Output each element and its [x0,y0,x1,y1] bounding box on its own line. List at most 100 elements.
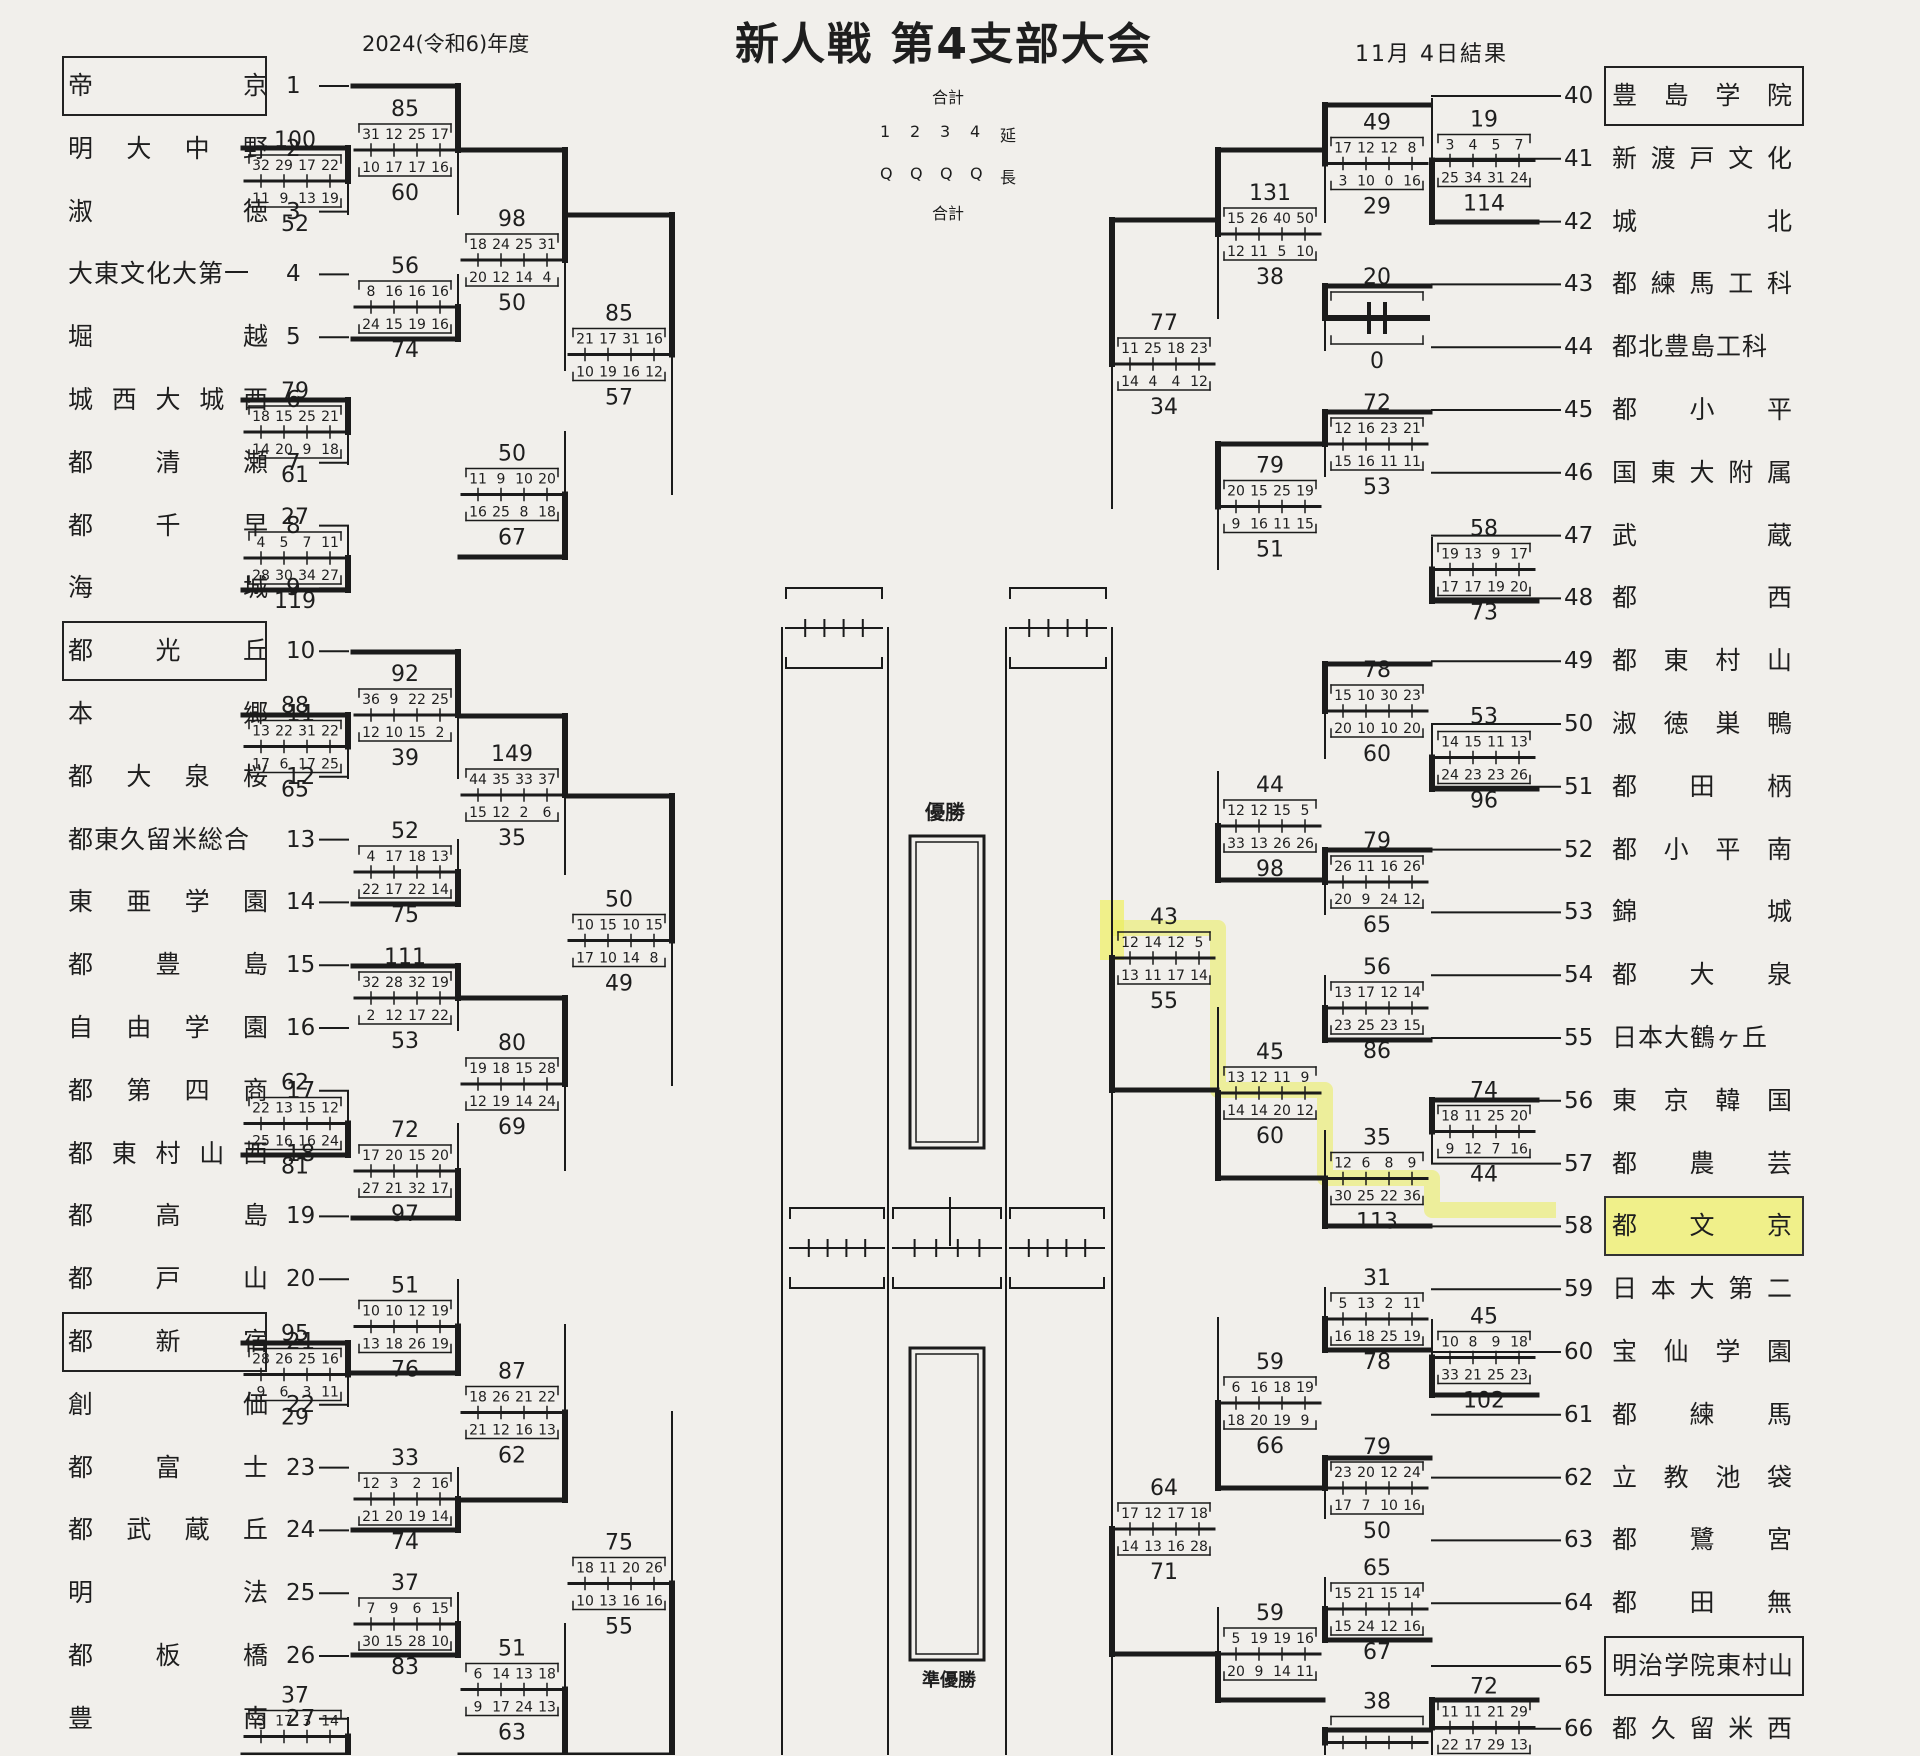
total-score-bottom: 55 [1150,989,1178,1014]
quarter-score-bottom: 17 [431,1181,449,1197]
quarter-score-bottom: 12 [1464,1142,1482,1158]
quarter-score-top: 6 [474,1667,483,1683]
seed-number: 57 [1564,1150,1594,1177]
key-quarter-ot: 長 [999,168,1016,187]
quarter-score-bottom: 12 [1227,244,1245,260]
seed-number: 12 [286,763,316,790]
quarter-score-top: 12 [1250,1070,1268,1086]
team-name: 淑徳 [68,196,419,226]
quarter-score-top: 17 [385,849,403,865]
quarter-score-top: 24 [1403,1465,1421,1481]
quarter-score-bottom: 9 [257,1385,266,1401]
total-score-top: 35 [1363,1126,1391,1151]
quarter-score-bottom: 18 [538,505,556,521]
quarter-score-bottom: 20 [1250,1413,1268,1429]
seed-number: 44 [1564,334,1594,361]
quarter-score-top: 13 [1357,1296,1375,1312]
team-row: 都東村山西18 [0,1127,1920,1181]
seed-number: 66 [1564,1715,1594,1742]
quarter-score-bottom: 21 [362,1509,380,1525]
quarter-score-bottom: 11 [1296,1664,1314,1680]
quarter-score-bottom: 2 [520,805,529,821]
quarter-score-top: 32 [408,975,426,991]
quarter-score-bottom: 30 [1334,1189,1352,1205]
quarter-score-bottom: 29 [1487,1738,1505,1754]
quarter-score-bottom: 8 [520,505,529,521]
quarter-score-top: 22 [538,1390,556,1406]
seed-number: 25 [286,1580,316,1607]
quarter-score-bottom: 6 [280,1385,289,1401]
quarter-score-top: 4 [257,535,266,551]
total-score-top: 37 [281,1684,309,1709]
total-score-top: 56 [391,254,419,279]
total-score-bottom: 53 [1363,475,1391,500]
quarter-score-top: 15 [599,918,617,934]
quarter-score-bottom: 11 [1144,968,1162,984]
total-score-top: 38 [1363,1690,1391,1715]
seed-number: 13 [286,826,316,853]
total-score-top: 43 [1150,905,1178,930]
quarter-score-top: 20 [1227,484,1245,500]
total-score-top: 37 [391,1571,419,1596]
quarter-score-top: 20 [385,1148,403,1164]
quarter-score-bottom: 24 [321,1134,339,1150]
team-name: 都武蔵丘 [68,1515,302,1545]
seed-number: 50 [1564,711,1594,737]
quarter-score-bottom: 16 [1357,454,1375,470]
quarter-score-top: 18 [1273,1380,1291,1396]
quarter-score-top: 3 [1446,138,1455,154]
quarter-score-bottom: 21 [385,1181,403,1197]
total-score-bottom: 60 [391,181,419,206]
team-name: 都田無 [1612,1588,1845,1618]
quarter-score-bottom: 17 [385,160,403,176]
quarter-score-bottom: 16 [622,365,640,381]
quarter-score-bottom: 21 [1464,1368,1482,1384]
quarter-score-top: 21 [1487,1705,1505,1721]
total-score-bottom: 50 [498,291,526,316]
total-score-top: 56 [1363,955,1391,980]
quarter-score-top: 25 [1144,341,1162,357]
quarter-score-bottom: 15 [1403,1018,1421,1034]
seed-number: 56 [1564,1087,1594,1114]
quarter-score-top: 13 [1334,985,1352,1001]
quarter-score-top: 28 [538,1061,556,1077]
quarter-score-bottom: 16 [1167,1539,1185,1555]
total-score-bottom: 81 [281,1155,309,1180]
key-innings: 1 2 3 4 延 [880,122,1016,146]
team-name: 都第四商 [68,1075,302,1105]
seed-number: 22 [286,1391,316,1418]
quarter-score-top: 26 [645,1561,663,1577]
quarter-score-bottom: 12 [1380,1619,1398,1635]
quarter-score-top: 25 [298,1352,316,1368]
quarter-score-bottom: 28 [1190,1539,1208,1555]
quarter-score-bottom: 13 [538,1423,556,1439]
quarter-score-bottom: 23 [1487,768,1505,784]
quarter-score-bottom: 2 [367,1008,376,1024]
quarter-score-bottom: 23 [1510,1368,1528,1384]
quarter-score-bottom: 12 [492,1423,510,1439]
quarter-score-top: 12 [1121,935,1139,951]
quarter-score-bottom: 2 [436,725,445,741]
quarter-score-top: 19 [431,1304,449,1320]
quarter-score-top: 3 [303,1714,312,1730]
quarter-score-top: 10 [622,918,640,934]
quarter-score-bottom: 6 [280,757,289,773]
quarter-score-bottom: 16 [1403,1498,1421,1514]
quarter-score-bottom: 17 [1334,1498,1352,1514]
quarter-score-bottom: 14 [252,442,270,458]
quarter-score-top: 19 [469,1061,487,1077]
quarter-score-top: 12 [321,1101,339,1117]
key-inning-3: 3 [939,122,951,141]
team-row: 明大中野2 [0,122,1920,176]
team-name: 東京韓国 [1612,1085,1819,1115]
key-quarters: Q Q Q Q 長 [880,164,1016,188]
quarter-score-bottom: 15 [385,1634,403,1650]
quarter-score-top: 29 [275,158,293,174]
team-name: 宝仙学園 [1612,1337,1819,1366]
quarter-score-top: 5 [1301,803,1310,819]
quarter-score-top: 22 [321,724,339,740]
